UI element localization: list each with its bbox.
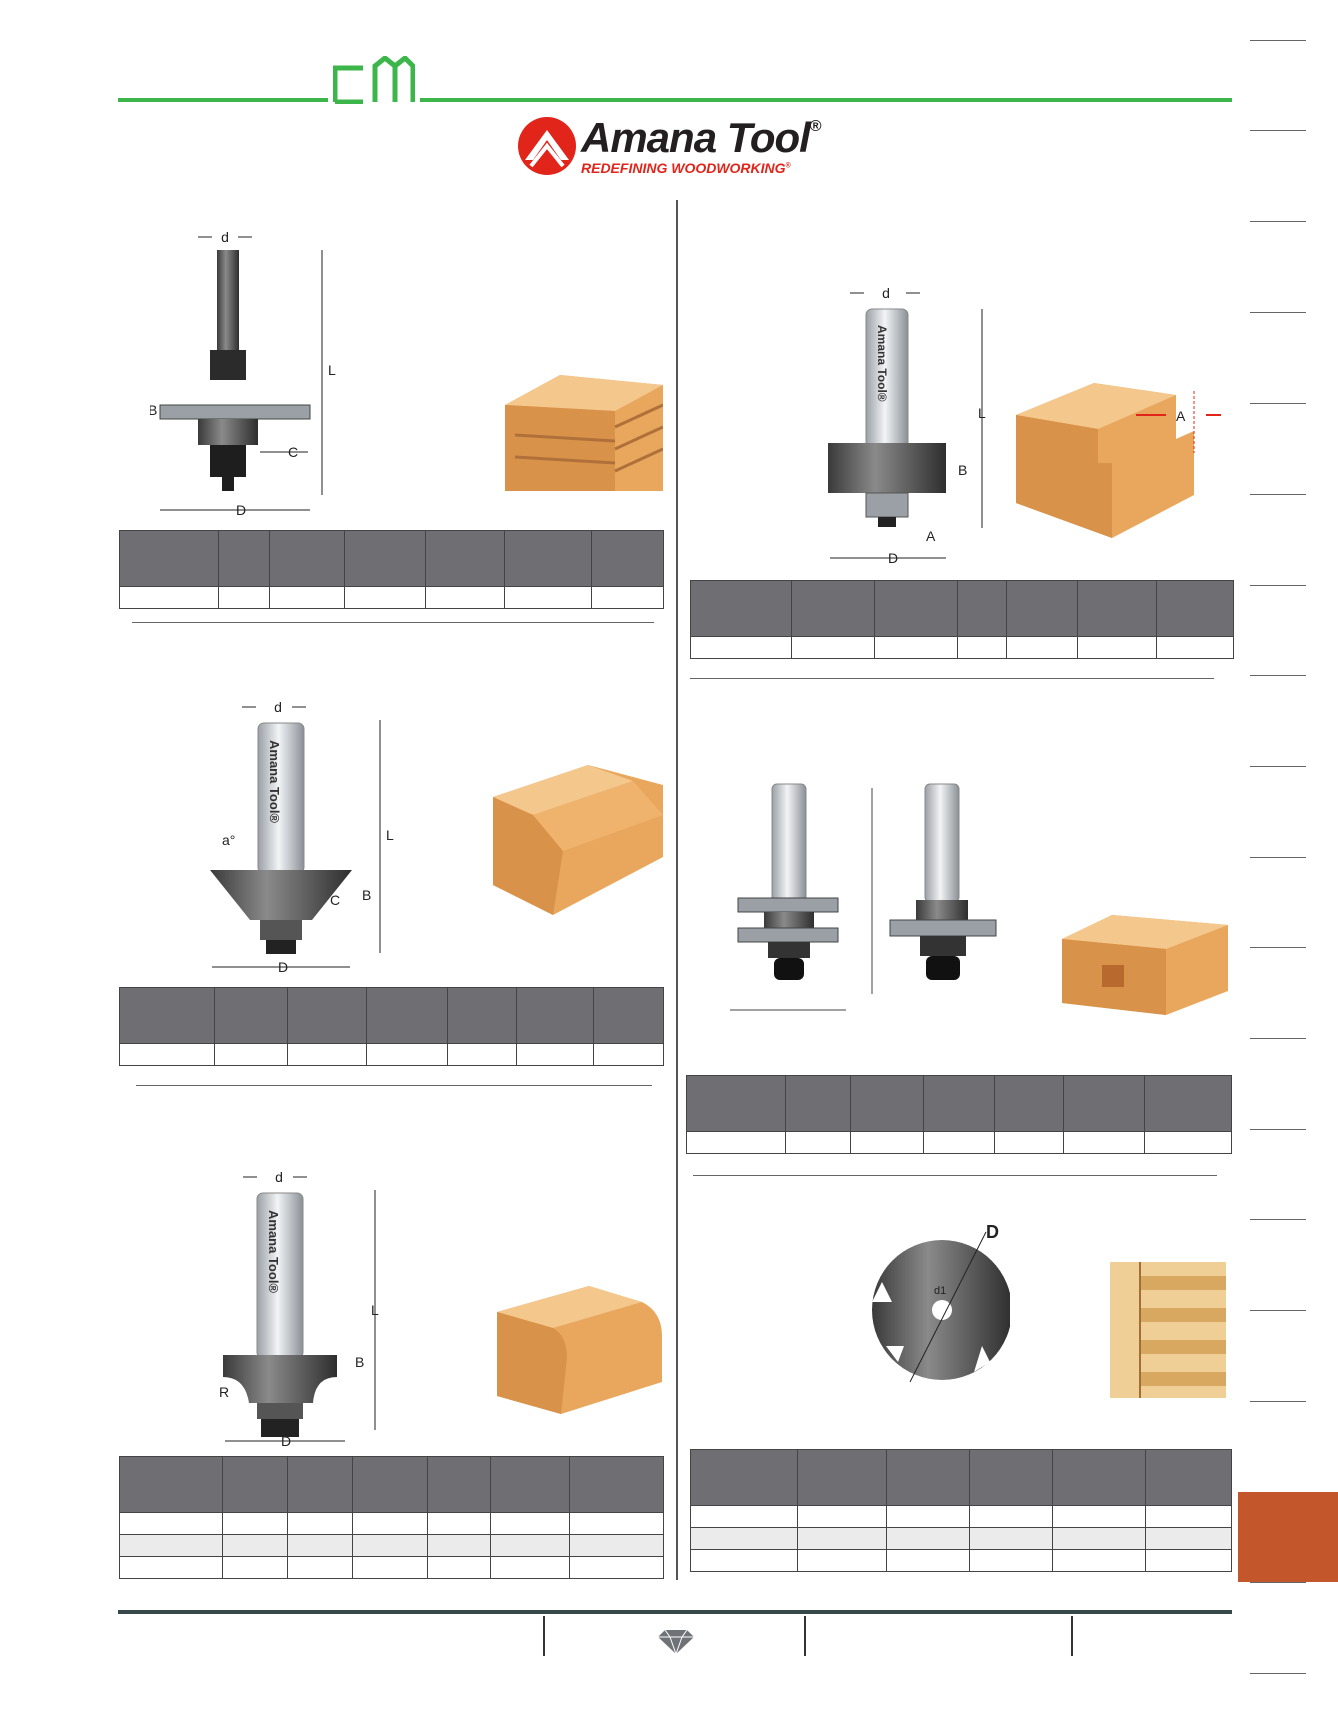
dim-angle: a° [222,832,235,848]
shank-imprint: Amana Tool® [875,325,889,402]
spec-table-slotting-disc [690,1449,1232,1572]
diamond-icon [658,1630,694,1654]
slot-cutter-diagram: d L B C D [150,229,336,518]
thumb-index-mark [1250,403,1306,404]
roundover-profile-sample [497,1286,662,1414]
brand-name: Amana Tool® [581,114,822,161]
rabbeting-bit-diagram: d Amana Tool® L B A D [828,285,986,566]
profile-dim-A: A [1176,408,1186,424]
thumb-index-mark [1250,1582,1306,1583]
roundover-bit-diagram: d Amana Tool® L B R D [219,1169,379,1449]
dim-L: L [328,362,336,378]
dim-D: D [236,502,246,518]
thumb-index-mark [1250,312,1306,313]
section-separator [136,1085,652,1086]
chamfer-profile-sample [493,765,663,915]
dim-B: B [362,887,371,903]
thumb-index-mark [1250,857,1306,858]
thumb-index-mark [1250,766,1306,767]
dim-A: A [926,528,936,544]
tongue-groove-sample [1062,915,1228,1015]
thumb-index-mark [1250,947,1306,948]
slot-joint-sample [505,375,663,491]
slot-joint-stack-sample [1110,1262,1226,1398]
dim-d1: d1 [934,1285,946,1297]
spec-table-chamfer [119,987,664,1066]
dim-C: C [288,444,298,460]
footer-divider [804,1616,806,1656]
shank-imprint: Amana Tool® [266,1210,281,1293]
footer-divider [543,1616,545,1656]
dim-D: D [888,550,898,566]
dim-D: D [278,959,288,975]
thumb-index-mark [1250,494,1306,495]
thumb-index-mark [1250,1310,1306,1311]
thumb-index-mark [1250,1038,1306,1039]
thumb-index-mark [1250,1129,1306,1130]
section-separator [690,678,1214,679]
brand-logo: Amana Tool® REDEFINING WOODWORKING® [517,114,837,182]
thumb-index-mark [1250,675,1306,676]
shank-imprint: Amana Tool® [267,740,282,823]
spec-table-rabbeting [690,580,1234,659]
header-rule-right [420,98,1232,102]
footer-divider [1071,1616,1073,1656]
dim-B: B [150,402,157,418]
dim-L: L [386,827,394,843]
slotting-disc-diagram: D d1 [872,1222,1010,1383]
cm-logo-icon [333,56,415,104]
dim-B: B [355,1354,364,1370]
amana-logo-icon [518,117,576,175]
section-separator [132,622,654,623]
spec-table-slot-cutter [119,530,664,609]
chamfer-bit-diagram: d Amana Tool® a° L B C D [210,699,394,975]
dim-d: d [221,229,229,245]
thumb-index-mark [1250,585,1306,586]
dim-d: d [274,699,282,715]
dim-D: D [281,1433,291,1449]
column-divider [676,200,678,1580]
dim-d: d [882,285,890,301]
dim-C: C [330,892,340,908]
thumb-index-mark [1250,1401,1306,1402]
rabbet-profile-sample: A [1016,383,1221,538]
dim-L: L [978,405,986,421]
thumb-index-mark [1250,130,1306,131]
brand-tagline: REDEFINING WOODWORKING® [581,160,791,176]
section-separator [693,1175,1217,1176]
dim-D: D [986,1222,999,1242]
dim-L: L [371,1302,379,1318]
section-tab[interactable] [1238,1492,1338,1582]
spec-table-tongue-groove [686,1075,1232,1154]
thumb-index-mark [1250,40,1306,41]
dim-d: d [275,1169,283,1185]
spec-table-roundover [119,1456,664,1579]
dim-R: R [219,1384,229,1400]
header-rule-left [118,98,328,102]
thumb-index-mark [1250,1219,1306,1220]
thumb-index-mark [1250,1673,1306,1674]
thumb-index-mark [1250,221,1306,222]
footer-rule [118,1610,1232,1614]
tongue-groove-set-diagram [730,783,997,1011]
dim-B: B [958,462,967,478]
